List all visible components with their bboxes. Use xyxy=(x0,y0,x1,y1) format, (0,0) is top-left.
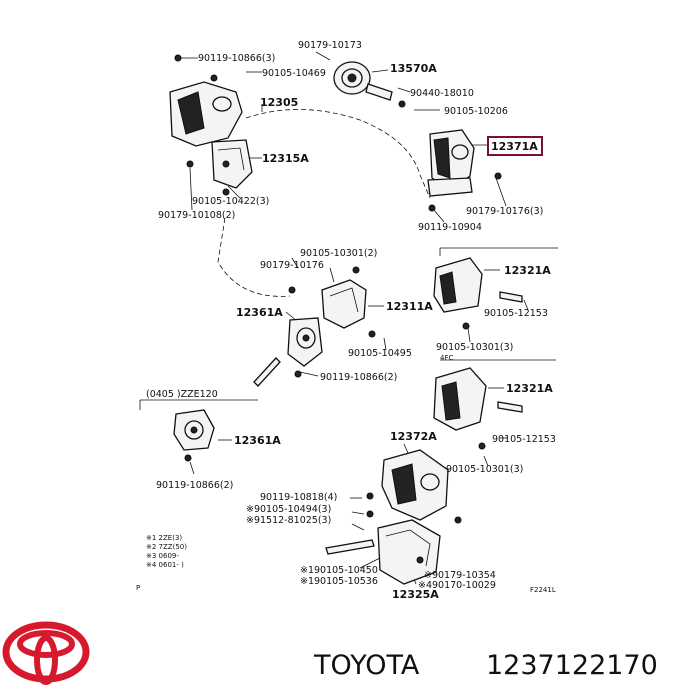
label-90105-10422: 90105-10422(3) xyxy=(192,196,269,207)
label-90179-10176-3: 90179-10176(3) xyxy=(466,206,543,217)
label-90105-10495: 90105-10495 xyxy=(348,348,412,359)
note-4: ※4 0601- ) xyxy=(146,561,184,569)
label-13570A: 13570A xyxy=(390,62,437,75)
mount-12311A-drawing xyxy=(288,266,376,338)
label-12305: 12305 xyxy=(260,96,298,109)
part-labels: 90119-10866(3) 90179-10173 90105-10469 1… xyxy=(136,40,556,601)
label-12371A: 12371A xyxy=(491,140,538,153)
label-190105-10536: ※190105-10536 xyxy=(300,576,378,587)
label-90105-10301-3b: 90105-10301(3) xyxy=(446,464,523,475)
label-12315A: 12315A xyxy=(262,152,309,165)
label-90105-12153-upper: 90105-12153 xyxy=(484,308,548,319)
label-90119-10866-top: 90119-10866(3) xyxy=(198,53,275,64)
label-190105-10450: ※190105-10450 xyxy=(300,565,378,576)
label-90119-10866-2a: 90119-10866(2) xyxy=(320,372,397,383)
note-1: ※1 2ZE(3) xyxy=(146,534,182,542)
bracket-12321A-lower-drawing xyxy=(433,367,523,450)
highlight-box xyxy=(487,136,543,156)
label-90119-10866-2b: 90119-10866(2) xyxy=(156,480,233,491)
mount-12361A-alt-drawing xyxy=(173,409,215,462)
label-90105-10301-2: 90105-10301(2) xyxy=(300,248,377,259)
label-90119-10818: 90119-10818(4) xyxy=(260,492,337,503)
brand-name: TOYOTA xyxy=(313,650,420,681)
p-mark: P xyxy=(136,584,140,592)
label-90440-18010: 90440-18010 xyxy=(410,88,474,99)
toyota-logo xyxy=(2,621,90,685)
label-90105-10206: 90105-10206 xyxy=(444,106,508,117)
pulley-13570A-drawing xyxy=(333,61,406,108)
label-90179-10173: 90179-10173 xyxy=(298,40,362,51)
label-90179-10108: 90179-10108(2) xyxy=(158,210,235,221)
label-90105-10301-3a: 90105-10301(3) xyxy=(436,342,513,353)
mount-12361A-drawing xyxy=(253,317,323,387)
mount-12372A-drawing xyxy=(366,449,449,521)
label-4fc: 4FC xyxy=(440,354,453,362)
label-12372A: 12372A xyxy=(390,430,437,443)
label-90105-12153-lower: 90105-12153 xyxy=(492,434,556,445)
bracket-12325A-drawing xyxy=(325,516,462,585)
label-90179-10176: 90179-10176 xyxy=(260,260,324,271)
bracket-12315A-drawing xyxy=(186,139,253,196)
figure-code: F2241L xyxy=(530,586,556,594)
label-90119-10904: 90119-10904 xyxy=(418,222,482,233)
part-number: 1237122170 xyxy=(486,650,658,681)
label-90105-10494: ※90105-10494(3) xyxy=(246,504,331,515)
note-3: ※3 0609- xyxy=(146,552,179,560)
leader-lines xyxy=(139,51,558,585)
mount-12305-drawing xyxy=(169,54,243,147)
label-12361A-middle: 12361A xyxy=(236,306,283,319)
label-12321A-upper: 12321A xyxy=(504,264,551,277)
label-0405-zze120: (0405 )ZZE120 xyxy=(146,389,218,400)
part-drawings xyxy=(169,54,523,585)
label-90105-10469: 90105-10469 xyxy=(262,68,326,79)
label-12325A: 12325A xyxy=(392,588,439,601)
bracket-12321A-upper-drawing xyxy=(433,257,523,330)
label-12321A-lower: 12321A xyxy=(506,382,553,395)
label-91512-81025: ※91512-81025(3) xyxy=(246,515,331,526)
note-2: ※2 7ZZ(50) xyxy=(146,543,187,551)
label-12311A: 12311A xyxy=(386,300,433,313)
label-90170-10029: ※490170-10029 xyxy=(418,580,496,591)
mount-12371A-drawing xyxy=(427,129,502,212)
label-12361A-left: 12361A xyxy=(234,434,281,447)
label-90179-10354: ※90179-10354 xyxy=(424,570,496,581)
